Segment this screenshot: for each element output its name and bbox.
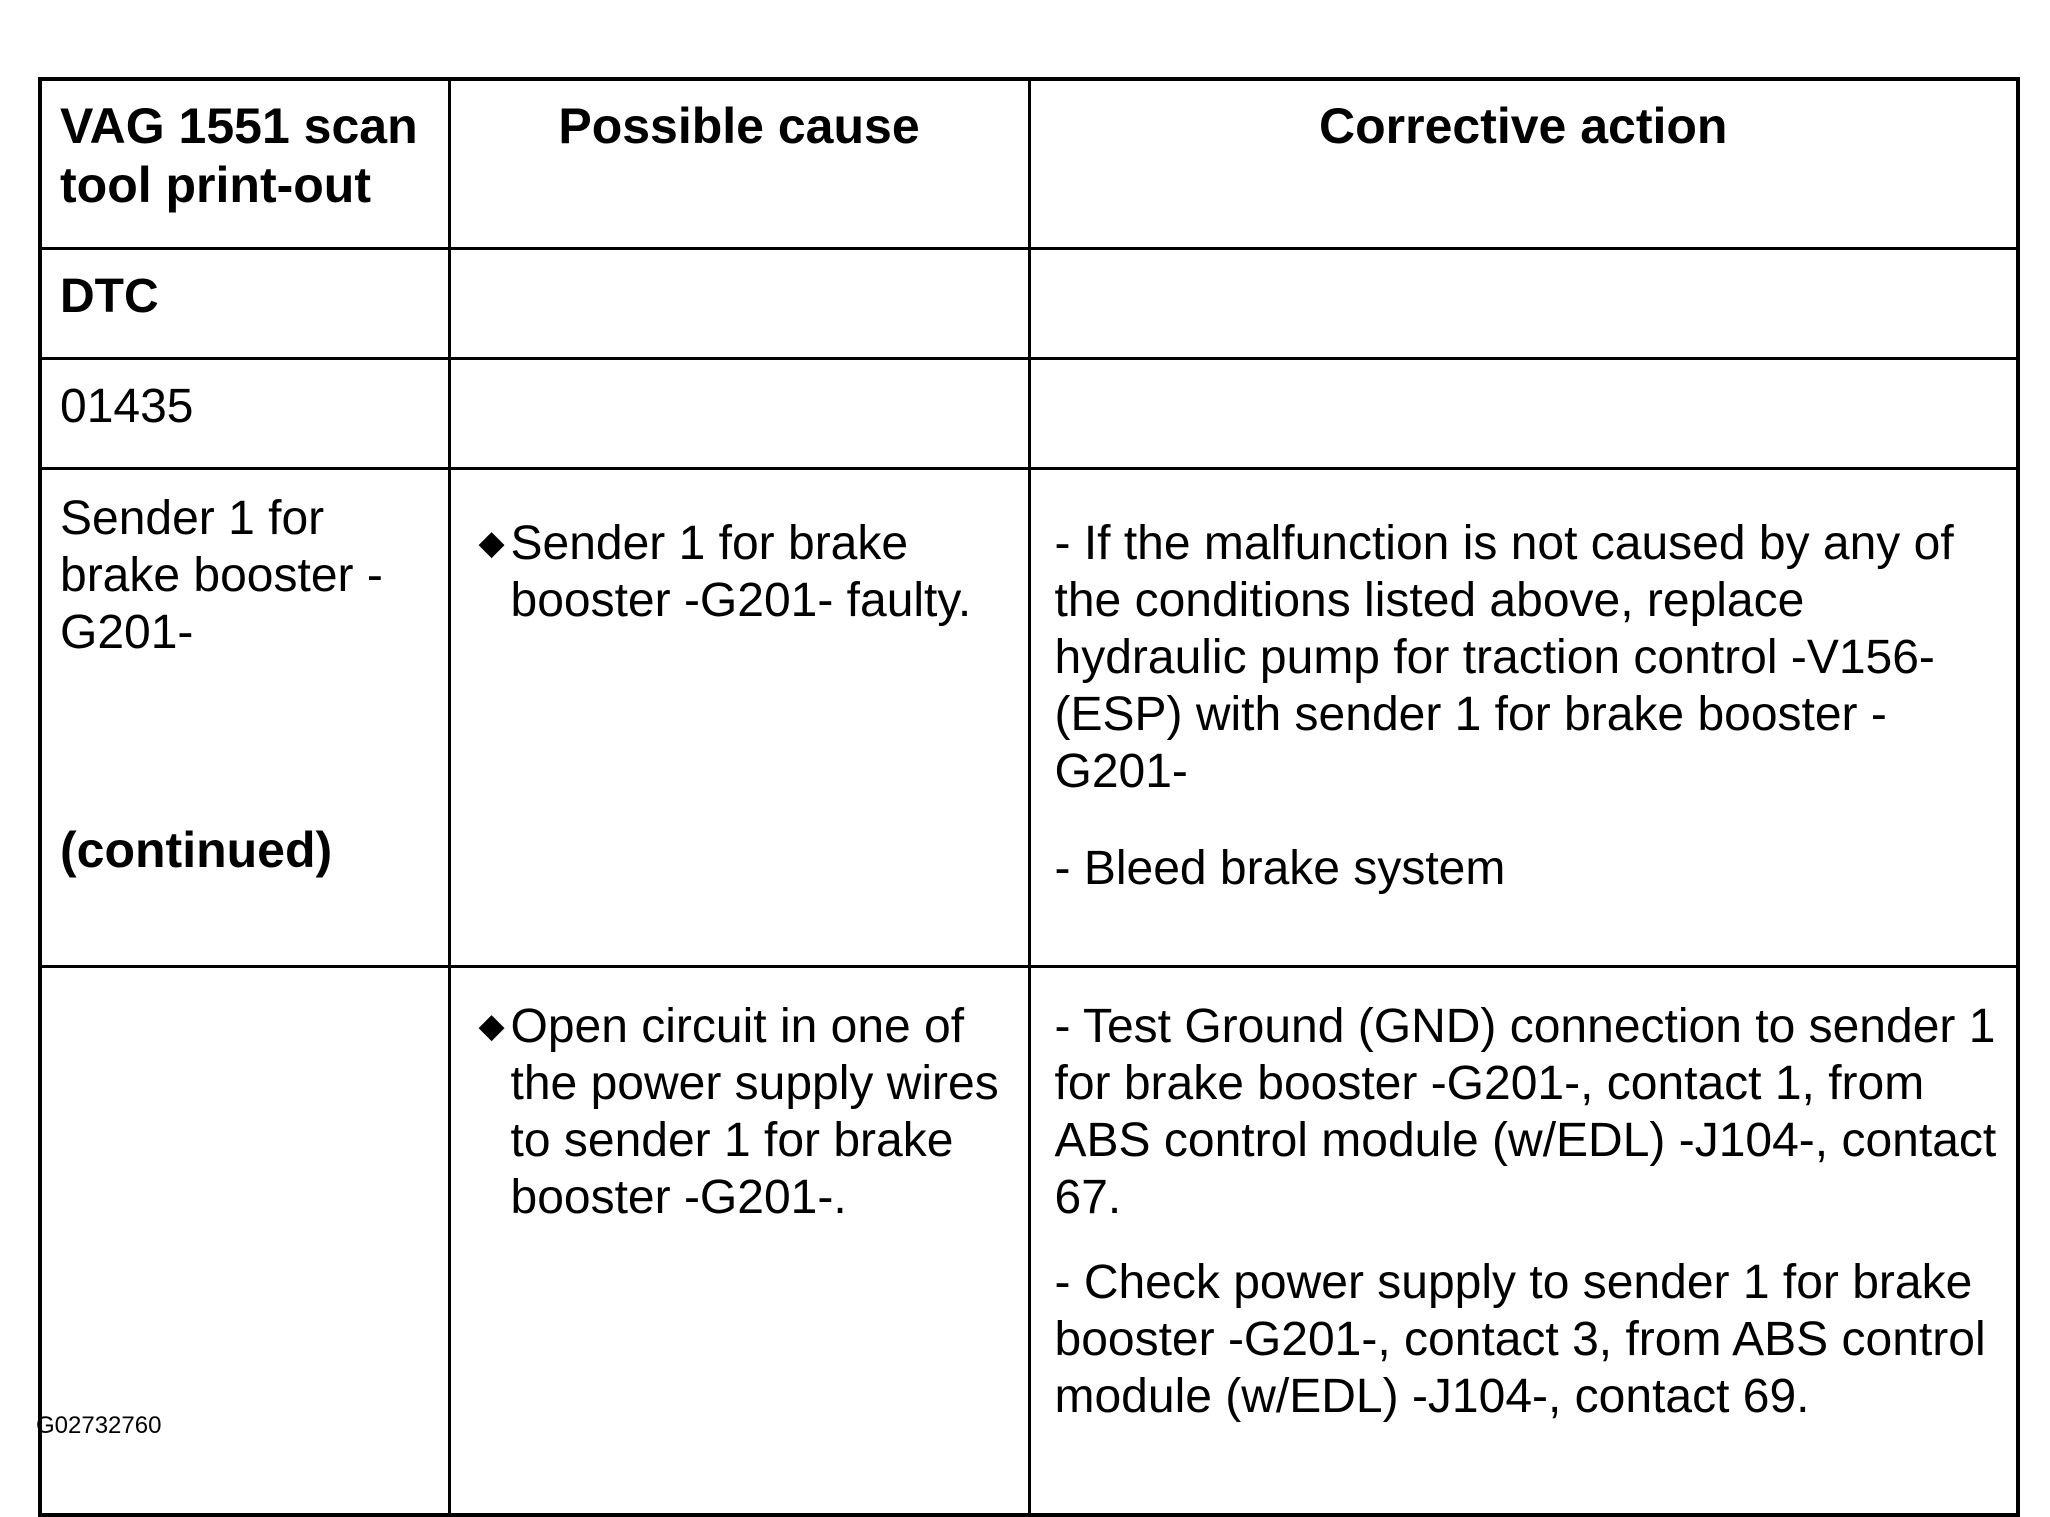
header-corrective-action: Corrective action [1027,77,2020,250]
table-row-dtc-code: 01435 [38,357,2020,470]
action-block: - Test Ground (GND) connection to sender… [1031,998,2017,1425]
spacer [1055,1226,2001,1254]
table-header-row: VAG 1551 scan tool print-out Possible ca… [38,77,2020,250]
cause-item: ◆ Open circuit in one of the power suppl… [451,998,1028,1226]
action-check-power: - Check power supply to sender 1 for bra… [1054,1256,1986,1423]
header-scan-tool-printout: VAG 1551 scan tool print-out [38,77,451,250]
action-test-ground: - Test Ground (GND) connection to sender… [1054,1000,1997,1224]
action-cell: - Test Ground (GND) connection to sender… [1027,965,2020,1517]
cause-text: Open circuit in one of the power supply … [510,1000,999,1224]
dtc-label: DTC [38,247,451,360]
table-row-sender-faulty: Sender 1 for brake booster -G201- (conti… [38,467,2020,968]
cause-item: ◆ Sender 1 for brake booster -G201- faul… [451,515,1028,629]
action-block: - If the malfunction is not caused by an… [1031,515,2017,897]
empty-cell [1027,247,2020,360]
empty-cell [447,357,1031,470]
cause-cell: ◆ Open circuit in one of the power suppl… [447,965,1031,1517]
empty-cell [1027,357,2020,470]
spacer [1055,800,2001,840]
cause-cell: ◆ Sender 1 for brake booster -G201- faul… [447,467,1031,968]
dtc-table: VAG 1551 scan tool print-out Possible ca… [38,77,2020,1517]
empty-cell [447,247,1031,360]
diamond-bullet-icon: ◆ [478,1007,505,1045]
diamond-bullet-icon: ◆ [478,524,505,562]
sender-cell: Sender 1 for brake booster -G201- (conti… [38,467,451,968]
header-possible-cause: Possible cause [447,77,1031,250]
continued-label: (continued) [60,822,333,878]
cause-text: Sender 1 for brake booster -G201- faulty… [510,517,972,627]
action-cell: - If the malfunction is not caused by an… [1027,467,2020,968]
sender-label: Sender 1 for brake booster -G201- [60,492,383,659]
action-bleed-brakes: - Bleed brake system [1054,842,1506,895]
empty-cell [38,965,451,1517]
action-replace-pump: - If the malfunction is not caused by an… [1054,517,1954,798]
figure-id: G02732760 [36,1412,162,1439]
table-row-dtc: DTC [38,247,2020,360]
table-row-open-circuit: ◆ Open circuit in one of the power suppl… [38,965,2020,1517]
dtc-code: 01435 [38,357,451,470]
